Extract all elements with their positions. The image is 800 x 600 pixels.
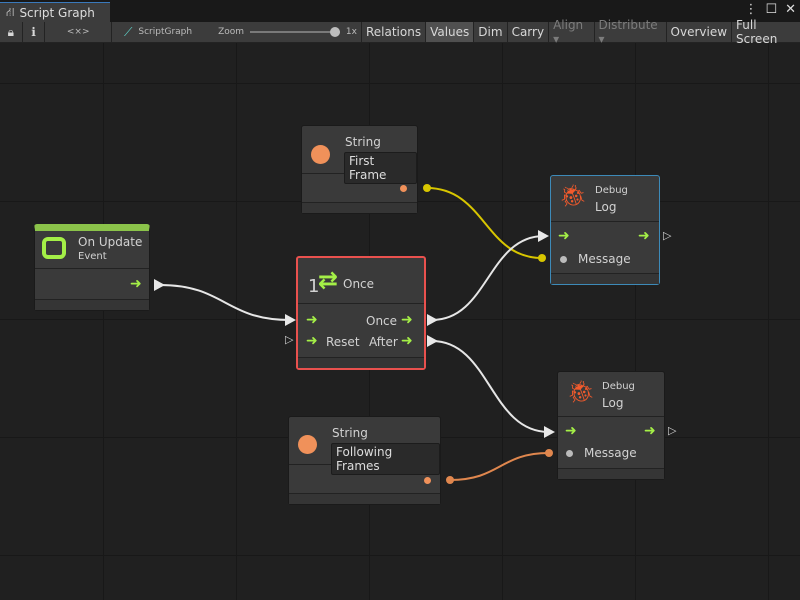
embed-toggle[interactable]: <×> (45, 22, 112, 42)
exit-arrow-icon: ➜ (638, 228, 650, 244)
graph-name: ScriptGraph (138, 27, 193, 37)
string-node-first-frame[interactable]: String First Frame (301, 125, 418, 214)
debug1-exit-port[interactable]: ▷ (663, 229, 672, 242)
toolbar: 🔒︎ ℹ <×> ⟋ ScriptGraph Zoom 1x Relations… (0, 18, 800, 46)
once-out-arrow-icon: ➜ (401, 312, 413, 328)
output-port-dot (400, 185, 407, 192)
script-graph-icon: ⟋ (123, 24, 133, 39)
string-node-following-frames[interactable]: String Following Frames (288, 416, 441, 505)
debug-log-node-1[interactable]: 🐞︎ Debug Log ➜ ➜ Message (550, 175, 660, 285)
message-port-dot (566, 450, 573, 457)
full-screen-button[interactable]: Full Screen (736, 18, 778, 46)
message-port-dot (560, 256, 567, 263)
string-value-field[interactable]: First Frame (344, 152, 417, 184)
dim-button[interactable]: Dim (474, 22, 508, 42)
lock-icon[interactable]: 🔒︎ (0, 22, 23, 42)
string-icon (298, 435, 317, 454)
debug2-enter-port[interactable] (544, 426, 555, 438)
debug1-enter-port[interactable] (538, 230, 549, 242)
output-trigger-port[interactable] (154, 279, 165, 291)
bug-icon: 🐞︎ (567, 380, 595, 405)
zoom-slider[interactable] (250, 27, 340, 37)
bug-icon: 🐞︎ (559, 184, 587, 209)
tab-script-graph[interactable]: ⛙ Script Graph (0, 2, 110, 22)
once-out-port[interactable] (427, 314, 438, 326)
carry-button[interactable]: Carry (508, 22, 550, 42)
close-icon[interactable]: ✕ (785, 2, 796, 17)
output-port-dot (424, 477, 431, 484)
align-dropdown[interactable]: Align ▾ (549, 18, 595, 46)
once-node[interactable]: 1 ⇄ Once ➜ Once ➜ ➜ Reset After ➜ (296, 256, 426, 370)
enter-arrow-icon: ➜ (306, 312, 318, 328)
distribute-dropdown[interactable]: Distribute ▾ (595, 18, 667, 46)
once-enter-port[interactable] (285, 314, 296, 326)
once-reset-port[interactable]: ▷ (285, 333, 294, 346)
exit-arrow-icon: ➜ (644, 423, 656, 439)
info-icon[interactable]: ℹ (23, 22, 46, 42)
on-update-node[interactable]: On Update Event ➜ (34, 224, 150, 311)
reset-arrow-icon: ➜ (306, 333, 318, 349)
debug-log-node-2[interactable]: 🐞︎ Debug Log ➜ ➜ Message (557, 371, 665, 480)
debug2-exit-port[interactable]: ▷ (668, 424, 677, 437)
enter-arrow-icon: ➜ (565, 423, 577, 439)
relations-button[interactable]: Relations (362, 22, 427, 42)
overview-button[interactable]: Overview (667, 22, 733, 42)
enter-arrow-icon: ➜ (558, 228, 570, 244)
maximize-icon[interactable]: ☐ (765, 2, 778, 17)
string-icon (311, 145, 330, 164)
after-out-port[interactable] (427, 335, 438, 347)
graph-icon: ⛙ (6, 4, 15, 19)
update-icon (42, 237, 66, 259)
tab-bar: ⛙ Script Graph ⋮ ☐ ✕ (0, 0, 800, 22)
string-value-field[interactable]: Following Frames (331, 443, 440, 475)
flow-arrow-icon: ➜ (130, 276, 142, 292)
values-button[interactable]: Values (426, 22, 475, 42)
after-out-arrow-icon: ➜ (401, 333, 413, 349)
more-options-icon[interactable]: ⋮ (744, 2, 758, 17)
once-cycle-icon: ⇄ (318, 266, 339, 294)
